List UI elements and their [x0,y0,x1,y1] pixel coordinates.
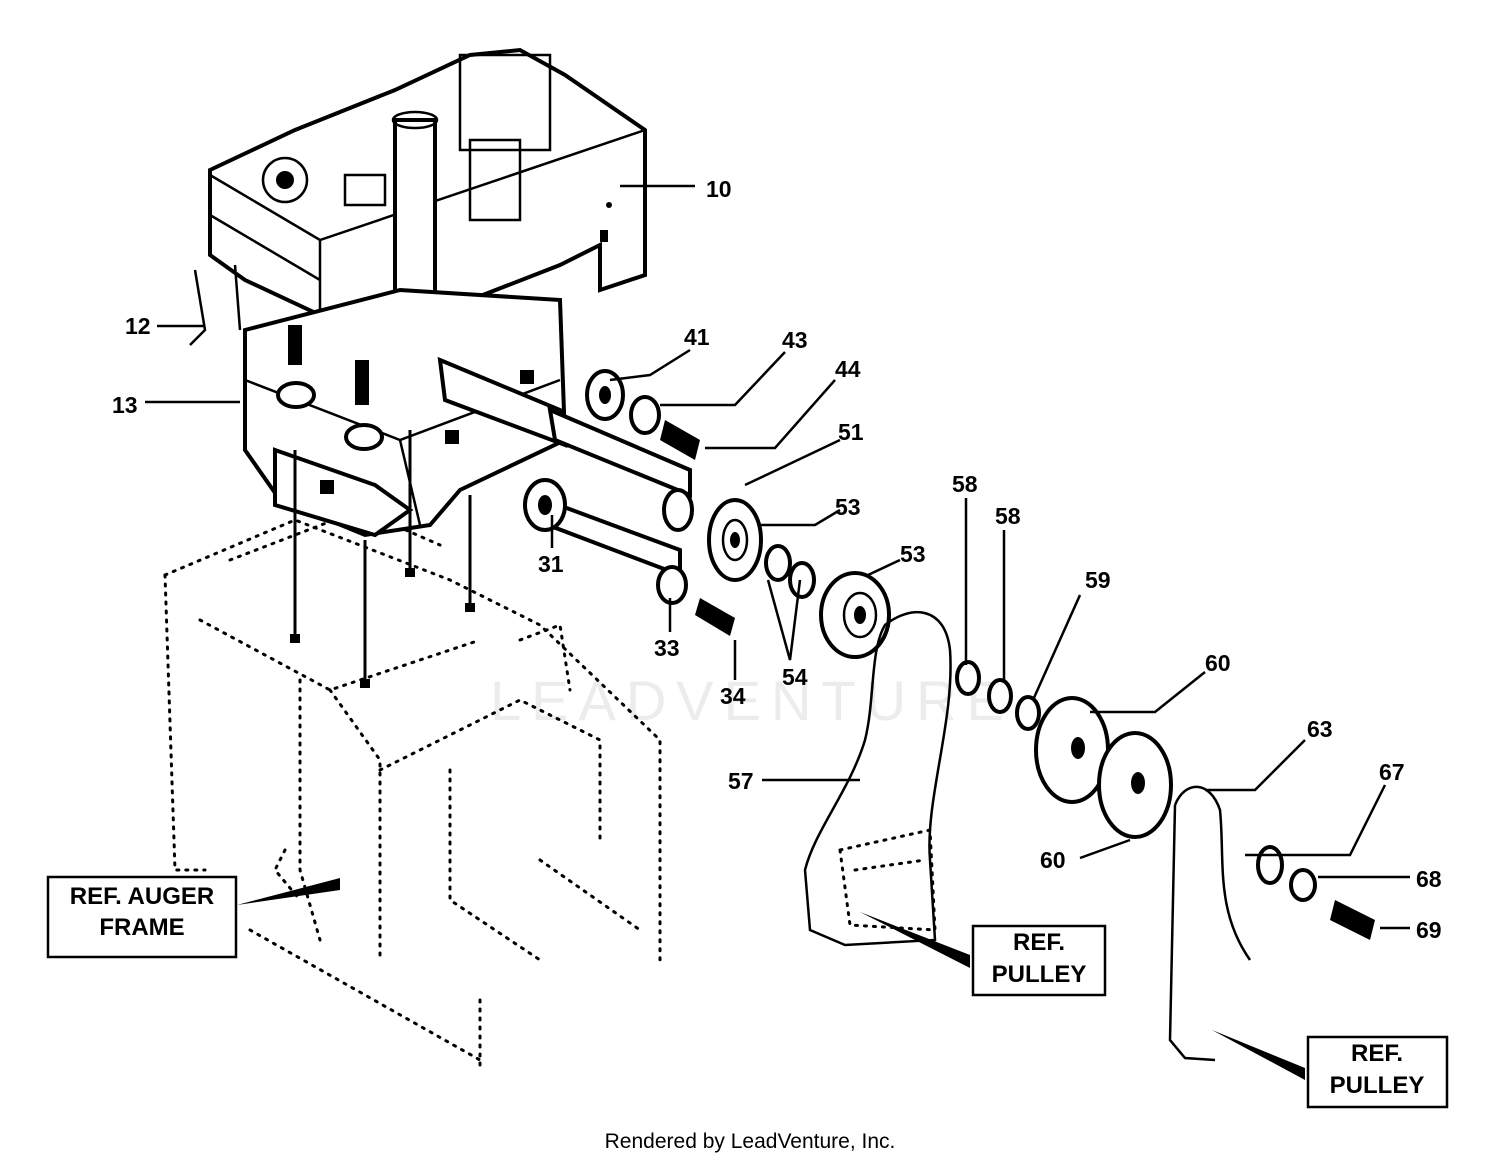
arrow-auger-frame [237,878,340,905]
washer-67 [1256,845,1284,885]
callout-44: 44 [835,356,861,382]
ref-box-pulley-2: REF. PULLEY [1306,1035,1449,1109]
bolt-69 [1330,900,1375,940]
washer-54a [764,544,792,582]
callout-13: 13 [112,392,138,418]
auger-frame-outline [163,508,662,1067]
ref-box-pulley-1: REF. PULLEY [971,924,1107,997]
nut-33 [656,565,688,605]
ref-box-auger-frame: REF. AUGER FRAME [46,875,238,959]
callout-12: 12 [125,313,151,339]
ref-pulley2-line2: PULLEY [1330,1072,1425,1099]
bolt-34 [695,598,735,636]
arrow-pulley-1 [860,912,970,968]
callout-68: 68 [1416,866,1442,892]
callout-41: 41 [684,324,710,350]
engine [189,47,692,688]
belt-63 [1168,785,1252,1062]
callout-57: 57 [728,768,754,794]
callout-numbers: 10 12 13 31 33 34 41 43 44 51 53 53 54 5… [112,176,1442,943]
callout-58b: 58 [995,503,1021,529]
callout-58a: 58 [952,471,978,497]
callout-34: 34 [720,683,746,709]
washer-54b [788,561,816,599]
spacer-58a [955,660,981,696]
spacer-59 [1015,695,1041,731]
ref-auger-line1: REF. AUGER [70,883,214,910]
callout-31: 31 [538,551,564,577]
ref-pulley1-line1: REF. [1013,929,1065,956]
watermark: LEADVENTURE [490,669,1014,732]
ref-pulley2-line1: REF. [1351,1040,1403,1067]
ref-pulley1-line2: PULLEY [992,961,1087,988]
hardware [523,369,1375,940]
callout-69: 69 [1416,917,1442,943]
callout-43: 43 [782,327,808,353]
callout-33: 33 [654,635,680,661]
ref-auger-line2: FRAME [99,914,184,941]
callout-60b: 60 [1040,847,1066,873]
callout-60a: 60 [1205,650,1231,676]
callout-54: 54 [782,664,808,690]
bolt-44 [660,420,700,460]
callout-53b: 53 [900,541,926,567]
callout-10: 10 [706,176,732,202]
leader-lines [145,184,1410,930]
nut-43 [629,395,661,435]
callout-63: 63 [1307,716,1333,742]
spacer-58b [987,678,1013,714]
belt-57 [803,611,952,947]
ref-arrows [237,878,1305,1080]
callout-67: 67 [1379,759,1405,785]
arrow-pulley-2 [1212,1030,1305,1080]
callout-53a: 53 [835,494,861,520]
callout-59: 59 [1085,567,1111,593]
callout-51: 51 [838,419,864,445]
nut-68 [1289,868,1317,902]
footer-credit: Rendered by LeadVenture, Inc. [605,1130,896,1153]
